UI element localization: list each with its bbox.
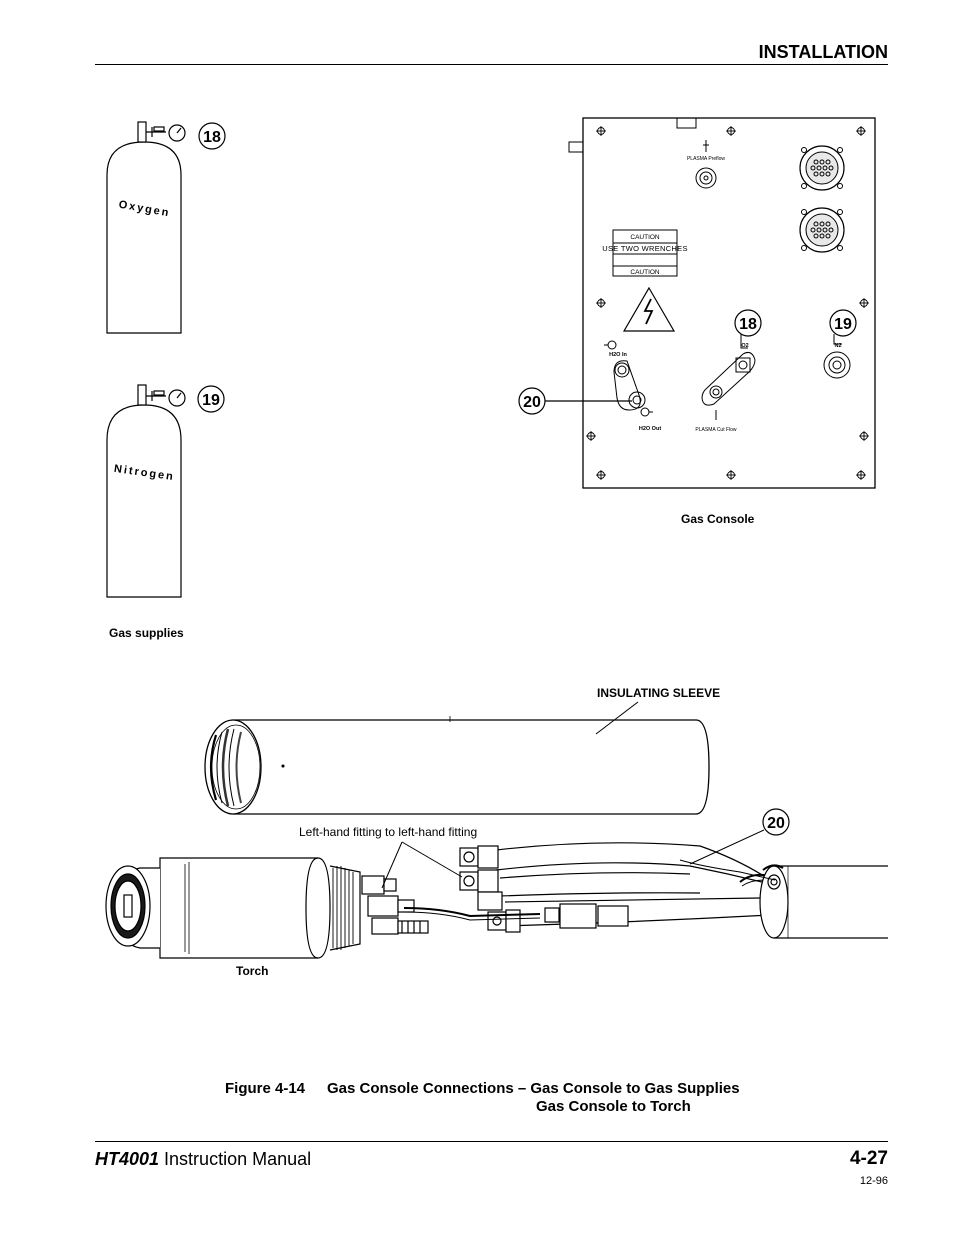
callout-18-oxygen: 18 (198, 122, 226, 150)
model-name: HT4001 (95, 1149, 160, 1169)
gas-console-panel (568, 117, 876, 489)
svg-text:19: 19 (202, 392, 220, 409)
callout-19-console-n2: 19 (829, 309, 857, 337)
insulating-sleeve (204, 716, 710, 815)
callout-19-nitrogen: 19 (197, 385, 225, 413)
header-rule (95, 64, 888, 65)
svg-text:PLASMA Cut Flow: PLASMA Cut Flow (695, 427, 737, 433)
date-code: 12-96 (859, 1175, 888, 1187)
nitrogen-cylinder (106, 384, 186, 598)
panel-connector-1 (799, 145, 845, 191)
torch-label: Torch (236, 964, 269, 978)
gas-console-label: Gas Console (681, 512, 755, 526)
svg-text:O2: O2 (741, 343, 748, 349)
torch-callout-20-leader (689, 829, 765, 865)
panel-connector-2 (799, 207, 845, 253)
svg-text:H2O In: H2O In (609, 352, 627, 358)
torch-assembly (105, 842, 888, 959)
oxygen-cylinder (106, 121, 186, 334)
high-voltage-warning-icon (622, 286, 676, 332)
panel-screws (586, 126, 869, 480)
svg-text:USE TWO WRENCHES: USE TWO WRENCHES (602, 244, 688, 253)
panel-fine-print: CAUTION USE TWO WRENCHES CAUTION PLASMA … (602, 156, 841, 433)
svg-text:20: 20 (767, 815, 785, 832)
caption-line-1: Gas Console Connections – Gas Console to… (327, 1080, 740, 1097)
figure-number: Figure 4-14 (225, 1080, 306, 1097)
sleeve-leader (595, 701, 639, 735)
gas-supplies-label: Gas supplies (109, 626, 184, 640)
callout-20-console-h2o: 20 (518, 387, 632, 415)
h2o-fitting-plate (604, 340, 653, 417)
footer-rule (95, 1141, 888, 1142)
svg-text:H2O Out: H2O Out (639, 426, 661, 432)
caution-label-box (612, 229, 678, 277)
n2-fitting (823, 334, 851, 379)
svg-text:CAUTION: CAUTION (630, 269, 660, 276)
manual-title: HT4001 Instruction Manual (95, 1149, 311, 1170)
caption-line-2: Gas Console to Torch (536, 1098, 691, 1115)
callout-18-console-o2: 18 (734, 309, 762, 337)
left-hand-leader-1 (381, 841, 403, 889)
o2-fitting-plate (701, 334, 756, 420)
left-hand-fitting-label: Left-hand fitting to left-hand fitting (299, 825, 478, 839)
manual-name: Instruction Manual (159, 1149, 312, 1169)
callout-20-torch: 20 (762, 808, 790, 836)
preflow-fitting (695, 140, 717, 189)
svg-text:20: 20 (523, 394, 541, 411)
page-number: 4-27 (849, 1148, 888, 1169)
svg-text:18: 18 (739, 316, 757, 333)
svg-text:N2: N2 (834, 343, 841, 349)
left-hand-leader-2 (401, 841, 463, 878)
svg-text:18: 18 (203, 129, 221, 146)
svg-text:CAUTION: CAUTION (630, 234, 660, 241)
section-title: INSTALLATION (758, 42, 888, 62)
svg-text:PLASMA Preflow: PLASMA Preflow (687, 156, 725, 162)
svg-text:19: 19 (834, 316, 852, 333)
insulating-sleeve-label: INSULATING SLEEVE (597, 686, 721, 700)
